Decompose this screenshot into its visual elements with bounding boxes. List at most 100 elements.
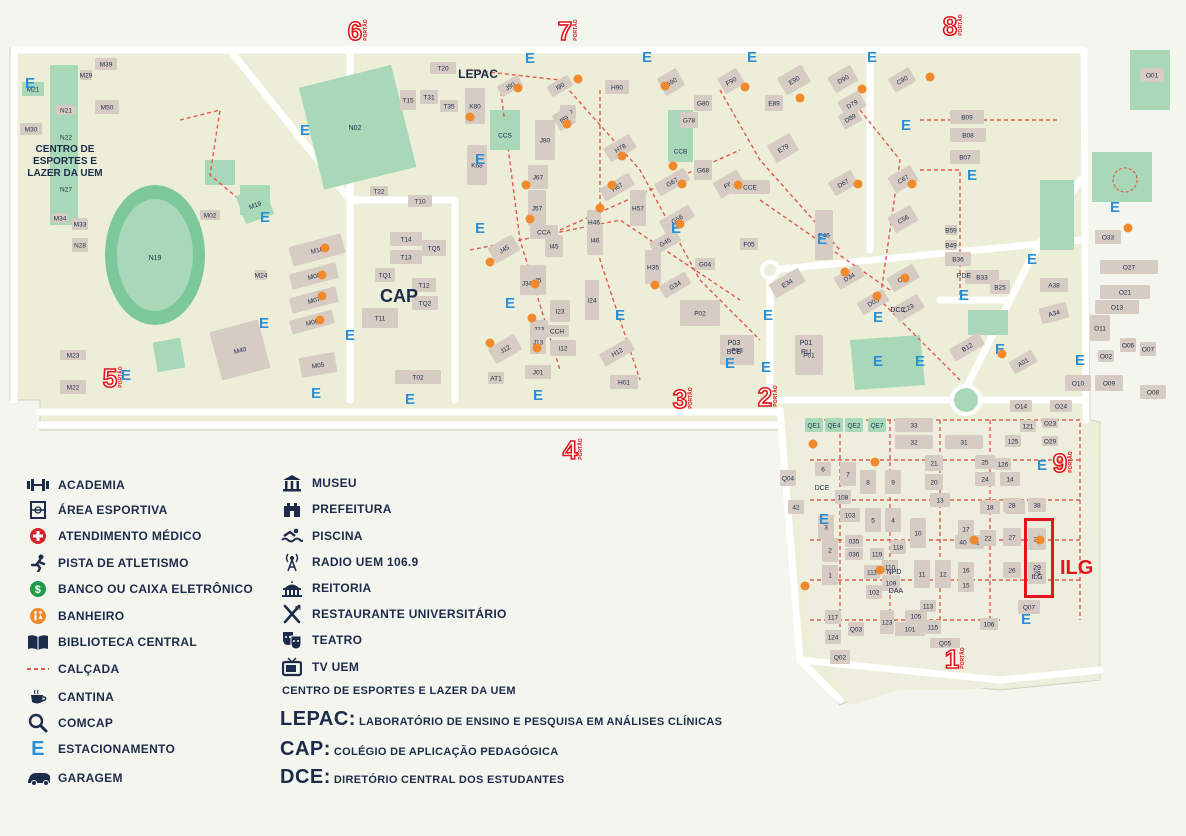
building-h12[interactable]: H12	[599, 337, 635, 367]
building-d90[interactable]: D90	[827, 65, 859, 94]
building-tq5[interactable]: TQ5	[422, 240, 446, 256]
building-105[interactable]: 105	[905, 610, 927, 622]
building-17[interactable]: 17	[958, 520, 974, 538]
building-m05[interactable]: M05	[298, 352, 338, 378]
building-p01[interactable]: P01	[795, 335, 823, 375]
building-qe1[interactable]: QE1	[805, 418, 823, 432]
building-38[interactable]: 38	[1028, 498, 1046, 512]
building-4[interactable]: 4	[885, 508, 901, 532]
building-o01[interactable]: O01	[1140, 68, 1164, 82]
building-42[interactable]: 42	[788, 500, 804, 514]
building-m06[interactable]: M06	[289, 309, 335, 335]
building-h35[interactable]: H35	[645, 250, 661, 284]
building-101[interactable]: 101	[895, 622, 925, 636]
building-g04[interactable]: G04	[695, 258, 715, 270]
building-at1[interactable]: AT1	[488, 372, 504, 384]
building-o29[interactable]: O29	[1042, 436, 1058, 446]
building-121[interactable]: 121	[1020, 420, 1036, 432]
building-e46[interactable]: E46	[815, 210, 833, 260]
building-102[interactable]: 102	[866, 585, 882, 599]
building-g67[interactable]: G67	[654, 167, 690, 197]
building-110[interactable]: 110	[882, 560, 898, 574]
building-28[interactable]: 28	[1003, 498, 1021, 512]
building-9[interactable]: 9	[885, 470, 901, 494]
building-m07[interactable]: M07	[289, 286, 340, 314]
building-29[interactable]: 29	[1028, 562, 1046, 584]
building-m22[interactable]: M22	[60, 380, 86, 394]
building-2[interactable]: 2	[822, 538, 838, 562]
building-m33[interactable]: M33	[72, 218, 88, 230]
building-33[interactable]: 33	[895, 418, 933, 432]
building-q03[interactable]: Q03	[848, 622, 864, 636]
building-e79[interactable]: E79	[767, 133, 800, 163]
building-g34[interactable]: G34	[659, 271, 692, 299]
building-o14[interactable]: O14	[1010, 400, 1032, 412]
building-t02[interactable]: T02	[395, 370, 441, 384]
building-6[interactable]: 6	[815, 462, 831, 476]
building-f67[interactable]: F67	[712, 169, 746, 199]
building-n21[interactable]: N21	[56, 105, 76, 115]
building-113[interactable]: 113	[920, 600, 936, 612]
building-p03[interactable]: P03	[720, 335, 754, 365]
building-18[interactable]: 18	[980, 500, 1000, 514]
building-q02[interactable]: Q02	[830, 650, 850, 664]
building-24[interactable]: 24	[975, 472, 995, 486]
building-115[interactable]: 115	[925, 620, 941, 634]
building-t14[interactable]: T14	[390, 232, 422, 246]
building-m40[interactable]: M40	[209, 319, 271, 381]
building-a01[interactable]: A01	[1008, 349, 1038, 375]
building-o09[interactable]: O09	[1095, 375, 1123, 391]
building-40[interactable]: 40	[955, 535, 971, 549]
building-m50[interactable]: M50	[95, 100, 119, 114]
building-c90[interactable]: C90	[888, 67, 917, 93]
building-d67[interactable]: D67	[828, 170, 859, 197]
building-j01[interactable]: J01	[525, 365, 551, 379]
building-106[interactable]: 106	[980, 618, 998, 630]
building-5[interactable]: 5	[865, 508, 881, 532]
building-j90[interactable]: J90	[497, 75, 524, 97]
building-t10[interactable]: T10	[408, 195, 432, 207]
building-20[interactable]: 20	[925, 474, 943, 490]
building-11[interactable]: 11	[914, 560, 930, 588]
building-t22[interactable]: T22	[370, 186, 388, 196]
ilg-highlight-box[interactable]	[1024, 518, 1054, 598]
building-j12[interactable]: J12	[488, 334, 523, 365]
building-t13[interactable]: T13	[390, 250, 422, 264]
building-i12[interactable]: I12	[550, 340, 576, 356]
building-b07[interactable]: B07	[950, 150, 980, 164]
building-m34[interactable]: M34	[52, 213, 68, 223]
building-10[interactable]: 10	[910, 518, 926, 548]
building-m29[interactable]: M29	[80, 70, 93, 80]
building-m02[interactable]: M02	[200, 210, 220, 220]
building-j80[interactable]: J80	[535, 120, 555, 160]
building-i24[interactable]: I24	[585, 280, 599, 320]
building-1[interactable]: 1	[822, 565, 838, 585]
building-j67[interactable]: J67	[528, 165, 548, 189]
building-a34[interactable]: A34	[1038, 301, 1070, 325]
building-o23[interactable]: O23	[1042, 418, 1058, 428]
building-i90[interactable]: I90	[547, 75, 574, 97]
building-h57[interactable]: H57	[630, 190, 646, 226]
building-b12[interactable]: B12	[949, 332, 985, 362]
building-7[interactable]: 7	[840, 462, 856, 486]
building-d89[interactable]: D89	[837, 106, 863, 130]
building-m39[interactable]: M39	[95, 58, 117, 70]
building-b49[interactable]: B49	[945, 240, 957, 250]
building-m23[interactable]: M23	[60, 350, 86, 360]
building-qe7[interactable]: QE7	[868, 418, 886, 432]
building-m19[interactable]: M19	[236, 186, 274, 224]
building-o11[interactable]: O11	[1090, 315, 1110, 341]
building-t12[interactable]: T12	[412, 278, 436, 292]
building-o33[interactable]: O33	[1095, 230, 1121, 244]
building-d79[interactable]: D79	[837, 90, 867, 118]
building-117[interactable]: 117	[825, 610, 841, 624]
building-qe2[interactable]: QE2	[845, 418, 863, 432]
building-i45[interactable]: I45	[545, 235, 563, 257]
building-123[interactable]: 123	[880, 610, 894, 634]
building-126[interactable]: 126	[995, 458, 1011, 470]
building-8[interactable]: 8	[860, 470, 876, 494]
building-g78[interactable]: G78	[680, 112, 698, 128]
building-3[interactable]: 3	[818, 515, 834, 539]
